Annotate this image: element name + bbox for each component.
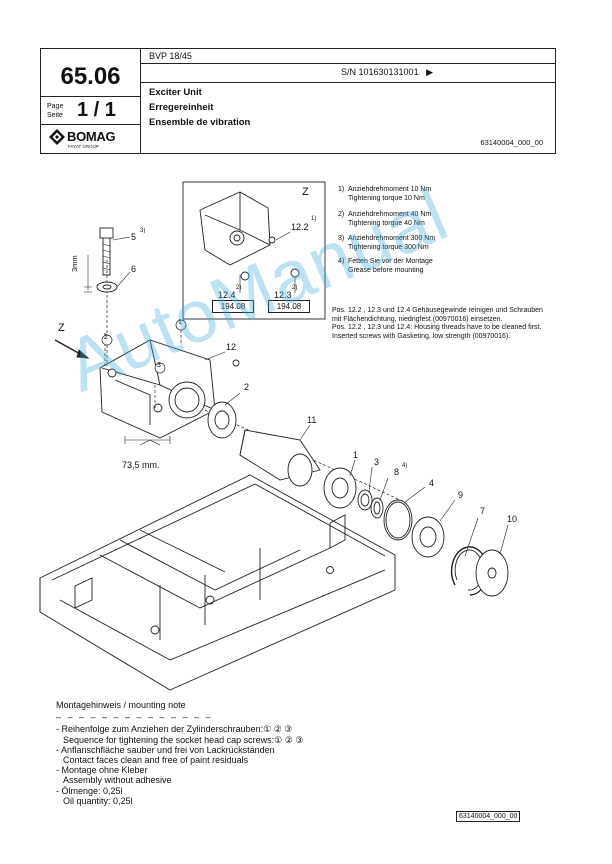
dimension-3mm: 3mm bbox=[70, 255, 79, 272]
spacer-ring bbox=[357, 489, 373, 511]
washer bbox=[96, 281, 118, 293]
document-code: 63140004_000_00 bbox=[480, 138, 543, 147]
note-line: - Ölmenge: 0,25l bbox=[56, 785, 123, 796]
model-name: BVP 18/45 bbox=[149, 51, 192, 61]
leader-lines bbox=[112, 236, 509, 557]
torque-ref-3: 3) bbox=[140, 228, 146, 234]
footer-document-code: 63140004_000_00 bbox=[456, 811, 521, 822]
sequence-marker-3: 3 bbox=[157, 362, 161, 369]
page-number: 1 / 1 bbox=[77, 99, 116, 121]
logo-text: BOMAG bbox=[67, 129, 116, 144]
pos-12-2-label: 12.2 bbox=[291, 222, 309, 232]
base-plate bbox=[39, 474, 396, 691]
part-label-7: 7 bbox=[480, 506, 486, 516]
note-line: Sequence for tightening the socket head … bbox=[63, 734, 304, 745]
part-label-12: 12 bbox=[226, 342, 237, 352]
note-line: Oil quantity: 0,25l bbox=[63, 795, 133, 806]
dimension-73-5: 73,5 mm. bbox=[122, 460, 160, 470]
title-german: Erregereinheit bbox=[149, 102, 214, 113]
cover-disc bbox=[475, 549, 509, 597]
exciter-shaft bbox=[239, 429, 321, 487]
thread-cleaning-note: Pos. 12.2 , 12.3 und 12.4 Gehäusegewinde… bbox=[332, 307, 543, 340]
sequence-markers bbox=[101, 319, 187, 374]
part-label-8: 8 bbox=[394, 467, 400, 477]
sequence-marker-1: 1 bbox=[178, 319, 182, 326]
title-french: Ensemble de vibration bbox=[149, 117, 251, 128]
note-line: - Montage ohne Kleber bbox=[56, 765, 148, 776]
bearing-left bbox=[207, 401, 237, 439]
detail-view-label: Z bbox=[302, 186, 309, 198]
torque-ref-2a: 2) bbox=[236, 285, 242, 291]
part-label-3: 3 bbox=[374, 457, 380, 467]
torque-ref-1: 1) bbox=[311, 216, 317, 222]
note-line: Assembly without adhesive bbox=[63, 775, 172, 786]
part-label-11: 11 bbox=[307, 415, 317, 425]
part-ref-box-a: 194.08 bbox=[212, 300, 254, 313]
pos-12-3-label: 12.3 bbox=[274, 290, 292, 300]
part-label-4: 4 bbox=[429, 478, 435, 488]
note-line: Contact faces clean and free of paint re… bbox=[63, 755, 249, 766]
part-ref-box-b: 194.08 bbox=[268, 300, 310, 313]
arrow-right-icon: ▶ bbox=[426, 67, 434, 77]
document-number: 65.06 bbox=[60, 63, 121, 90]
exciter-housing bbox=[99, 339, 240, 439]
logo-subtext: FAYAT GROUP bbox=[68, 144, 99, 149]
torque-ref-2b: 2) bbox=[292, 285, 298, 291]
view-arrow-icon bbox=[54, 339, 90, 359]
part-label-6: 6 bbox=[131, 264, 137, 274]
o-ring bbox=[383, 499, 413, 541]
detail-view-z bbox=[182, 181, 326, 320]
mounting-note: Montagehinweis / mounting note – – – – –… bbox=[56, 700, 303, 806]
part-label-1: 1 bbox=[353, 450, 359, 460]
serial-number: S/N 101630131001 ▶ bbox=[341, 67, 434, 77]
sequence-marker-2: 2 bbox=[104, 334, 108, 341]
part-label-5: 5 bbox=[131, 232, 137, 242]
view-z-label: Z bbox=[58, 322, 65, 334]
title-english: Exciter Unit bbox=[149, 87, 202, 98]
cover-flange bbox=[411, 516, 445, 558]
pos-12-4-label: 12.4 bbox=[218, 290, 236, 300]
note-line: - Reihenfolge zum Anziehen der Zylinders… bbox=[56, 724, 293, 735]
grease-ref-4: 4) bbox=[402, 463, 408, 469]
seal-ring bbox=[370, 497, 384, 519]
bomag-logo-icon bbox=[49, 129, 65, 145]
mounting-note-title: Montagehinweis / mounting note bbox=[56, 700, 186, 710]
cap-screw bbox=[99, 227, 114, 276]
part-label-2: 2 bbox=[244, 382, 250, 392]
note-line: - Anflanschfläche sauber und frei von La… bbox=[56, 744, 275, 755]
part-label-10: 10 bbox=[507, 514, 518, 524]
bearing-right bbox=[323, 467, 357, 509]
mounting-note-divider: – – – – – – – – – – – – – – bbox=[56, 712, 213, 723]
part-label-9: 9 bbox=[458, 490, 464, 500]
